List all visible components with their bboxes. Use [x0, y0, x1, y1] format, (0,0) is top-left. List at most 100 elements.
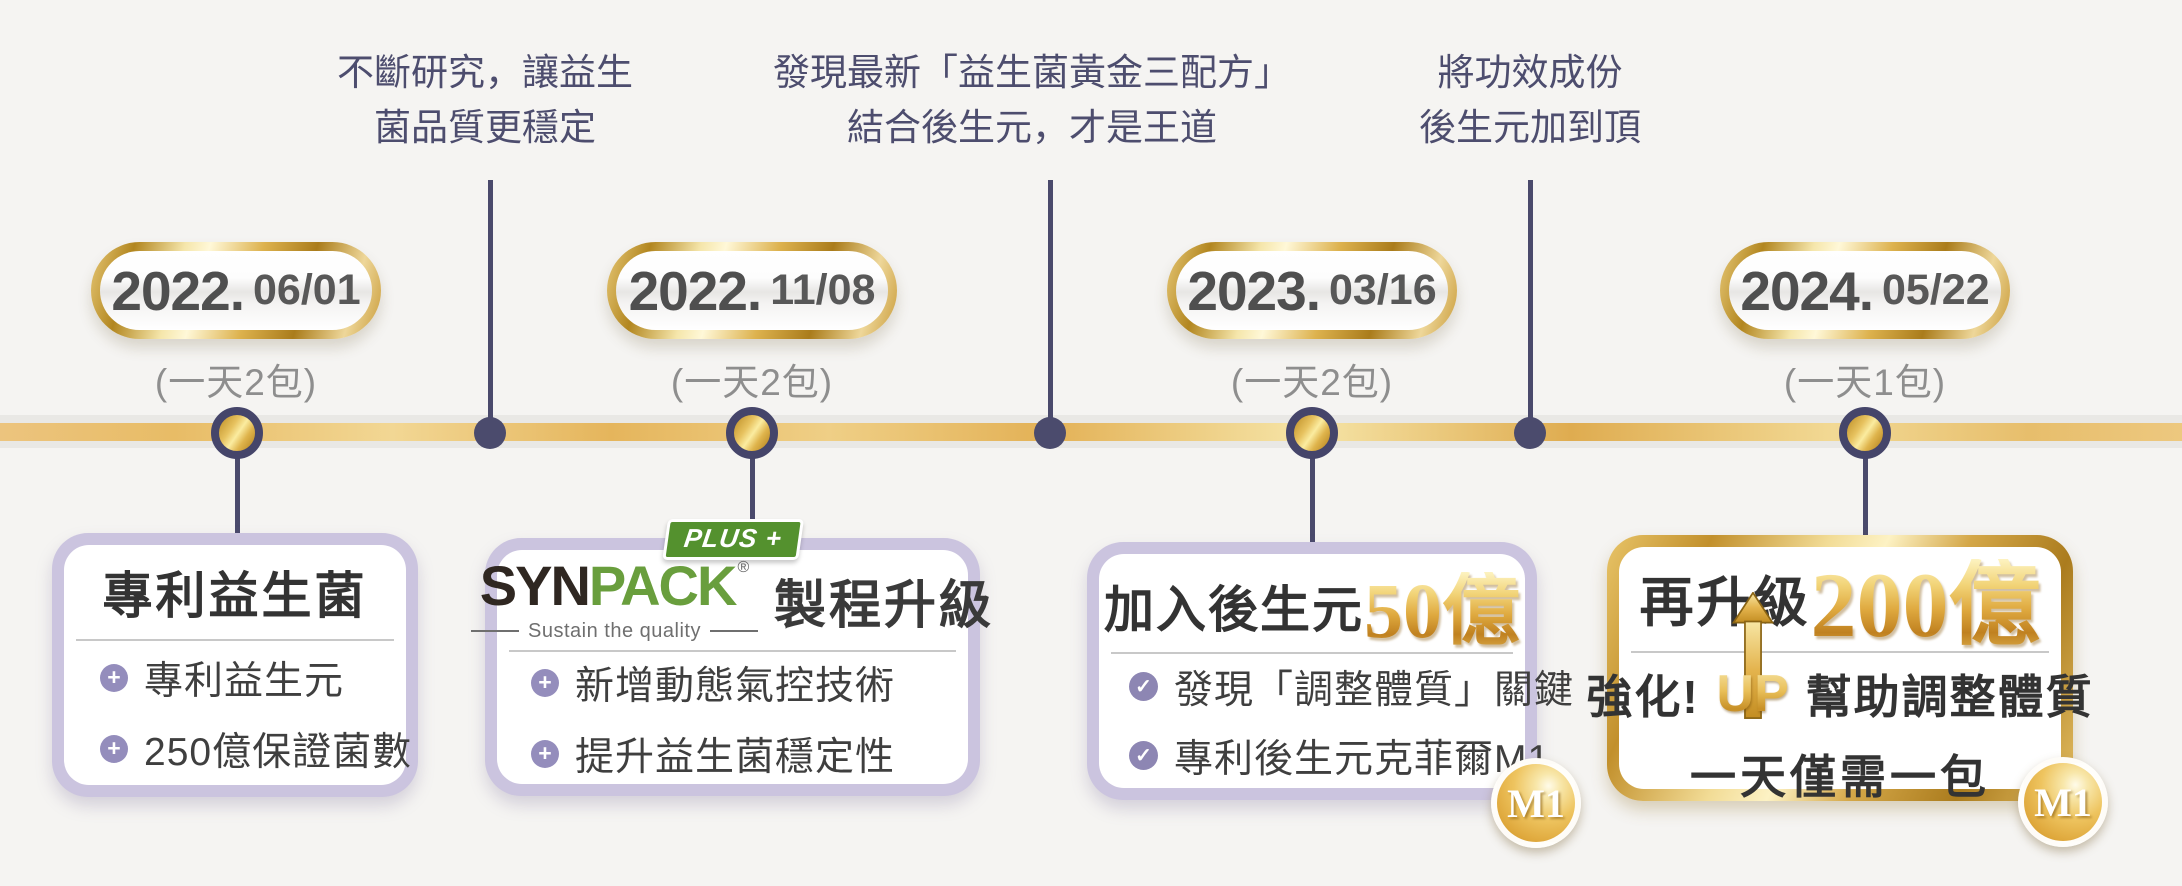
annotation-2-line1: 發現最新「益生菌黃金三配方」 — [773, 52, 1291, 93]
synpack-tagline: Sustain the quality — [471, 620, 758, 643]
card-2023-03-body: 加入後生元 50億 ✓ 發現「調整體質」關鍵 ✓ 專利後生元克菲爾M1 — [1099, 554, 1573, 788]
card-1-bullet-2-text: 250億保證菌數 — [144, 730, 413, 774]
card-2022-11: PLUS + SYN PACK ® Sustain the quality 製程… — [471, 519, 991, 796]
date-badge-2-year: 2022. — [628, 259, 763, 322]
date-badge-1-day: 06/01 — [253, 266, 361, 314]
date-badge-4-face: 2024. 05/22 — [1729, 251, 2001, 330]
annotation-3-dot — [1514, 417, 1546, 449]
date-badge-1-face: 2022. 06/01 — [100, 251, 372, 330]
plus-icon: + — [100, 734, 128, 763]
card-2-bullet-2-text: 提升益生菌穩定性 — [575, 735, 896, 779]
m1-gold-badge: M1 — [1491, 758, 1581, 848]
card-2024-05-body: 再升級 200億 強化! — [1586, 547, 2092, 803]
date-badge-3-year: 2023. — [1187, 259, 1321, 322]
date-badge-3: 2023. 03/16 — [1167, 242, 1457, 339]
card-4-line-2: 強化! UP 幫助 — [1586, 592, 2092, 727]
card-1-bullet-2: + 250億保證菌數 — [100, 721, 411, 777]
card-1-divider — [76, 639, 394, 641]
date-badge-3-day: 03/16 — [1329, 266, 1437, 314]
card-4-line2-suffix: 幫助調整體質 — [1805, 671, 2094, 723]
card-2-divider — [509, 650, 956, 652]
card-1-stem — [235, 455, 240, 555]
card-3-title: 加入後生元 — [1103, 582, 1364, 638]
annotation-3-stem — [1528, 180, 1533, 425]
card-2022-11-body: SYN PACK ® Sustain the quality 製程升級 + — [471, 550, 991, 784]
date-badge-2-day: 11/08 — [770, 266, 876, 314]
date-badge-2-face: 2022. 11/08 — [616, 251, 888, 330]
card-2022-06-body: 專利益生菌 + 專利益生元 + 250億保證菌數 — [64, 545, 411, 785]
card-2-bullet-2: + 提升益生菌穩定性 — [531, 726, 968, 782]
dosage-label-3: (一天2包) — [1230, 362, 1394, 403]
m1-badge-text: M1 — [2034, 779, 2092, 825]
timeline-node-4 — [1839, 407, 1891, 459]
card-3-highlight: 50億 — [1363, 567, 1520, 654]
card-4-highlight: 200億 — [1810, 554, 2041, 656]
annotation-3-line1: 將功效成份 — [1437, 52, 1623, 93]
timeline-gold-band — [0, 423, 2182, 441]
date-badge-4: 2024. 05/22 — [1720, 242, 2010, 339]
card-4-line-3: 一天僅需一包 — [1690, 751, 1990, 803]
m1-badge-text: M1 — [1507, 780, 1565, 826]
card-4-stem — [1863, 455, 1868, 557]
annotation-2: 發現最新「益生菌黃金三配方」 結合後生元，才是王道 — [773, 45, 1291, 155]
card-2-stem — [750, 455, 755, 560]
card-4-line2-prefix: 強化! — [1586, 671, 1700, 723]
plus-ribbon-badge: PLUS + — [661, 519, 804, 560]
card-4-title: 再升級 — [1639, 573, 1811, 633]
card-4-up-text: UP — [1710, 664, 1796, 724]
annotation-2-line2: 結合後生元，才是王道 — [847, 107, 1217, 148]
annotation-1-line2: 菌品質更穩定 — [374, 107, 596, 148]
annotation-2-dot — [1034, 417, 1066, 449]
synpack-logo-syn: SYN — [479, 553, 591, 617]
synpack-logo: SYN PACK ® Sustain the quality — [471, 553, 758, 643]
card-1-bullet-1-text: 專利益生元 — [144, 659, 345, 703]
card-3-stem — [1310, 455, 1315, 563]
annotation-1-dot — [474, 417, 506, 449]
card-3-divider — [1111, 652, 1513, 654]
date-badge-2: 2022. 11/08 — [607, 242, 897, 339]
card-3-bullet-2-text: 專利後生元克菲爾M1 — [1174, 737, 1551, 781]
registered-mark-icon: ® — [737, 558, 750, 576]
card-2-bullet-1-text: 新增動態氣控技術 — [575, 664, 896, 708]
card-1-bullet-1: + 專利益生元 — [100, 650, 406, 706]
timeline-node-3 — [1286, 407, 1338, 459]
synpack-logo-pack: PACK — [588, 553, 738, 617]
annotation-2-stem — [1048, 180, 1053, 425]
card-4-divider — [1631, 651, 2049, 653]
dosage-label-1: (一天2包) — [154, 362, 318, 403]
date-badge-4-day: 05/22 — [1882, 266, 1990, 314]
tagline-text: Sustain the quality — [528, 619, 701, 642]
annotation-1: 不斷研究，讓益生 菌品質更穩定 — [337, 45, 633, 155]
annotation-1-stem — [488, 180, 493, 425]
annotation-3-line2: 後生元加到頂 — [1419, 107, 1641, 148]
timeline-node-2 — [726, 407, 778, 459]
timeline-node-1 — [211, 407, 263, 459]
plus-icon: + — [100, 663, 128, 692]
annotation-3: 將功效成份 後生元加到頂 — [1419, 45, 1641, 155]
dosage-label-4: (一天1包) — [1783, 362, 1947, 403]
annotation-1-line1: 不斷研究，讓益生 — [337, 52, 633, 93]
up-arrow-graphic: UP — [1710, 592, 1796, 724]
tagline-dash-right — [709, 630, 758, 632]
card-2-title-suffix: 製程升級 — [773, 576, 994, 635]
card-2022-06: 專利益生菌 + 專利益生元 + 250億保證菌數 — [52, 533, 418, 797]
plus-icon: + — [531, 668, 559, 697]
card-3-bullet-1: ✓ 發現「調整體質」關鍵 — [1129, 659, 1573, 715]
tagline-dash-left — [471, 630, 520, 632]
m1-gold-badge: M1 — [2018, 757, 2108, 847]
date-badge-1-year: 2022. — [111, 259, 245, 322]
card-3-bullet-1-text: 發現「調整體質」關鍵 — [1174, 668, 1575, 712]
plus-icon: + — [531, 739, 559, 768]
card-3-bullet-2: ✓ 專利後生元克菲爾M1 — [1129, 728, 1549, 784]
card-2-bullet-1: + 新增動態氣控技術 — [531, 655, 968, 711]
dosage-label-2: (一天2包) — [670, 362, 834, 403]
date-badge-3-face: 2023. 03/16 — [1176, 251, 1448, 330]
date-badge-4-year: 2024. — [1740, 259, 1874, 322]
check-icon: ✓ — [1129, 741, 1158, 770]
card-1-title: 專利益生菌 — [102, 568, 368, 624]
up-arrow-icon — [1731, 592, 1774, 719]
card-2024-05: 再升級 200億 強化! — [1586, 535, 2108, 847]
check-icon: ✓ — [1129, 672, 1158, 701]
date-badge-1: 2022. 06/01 — [91, 242, 381, 339]
